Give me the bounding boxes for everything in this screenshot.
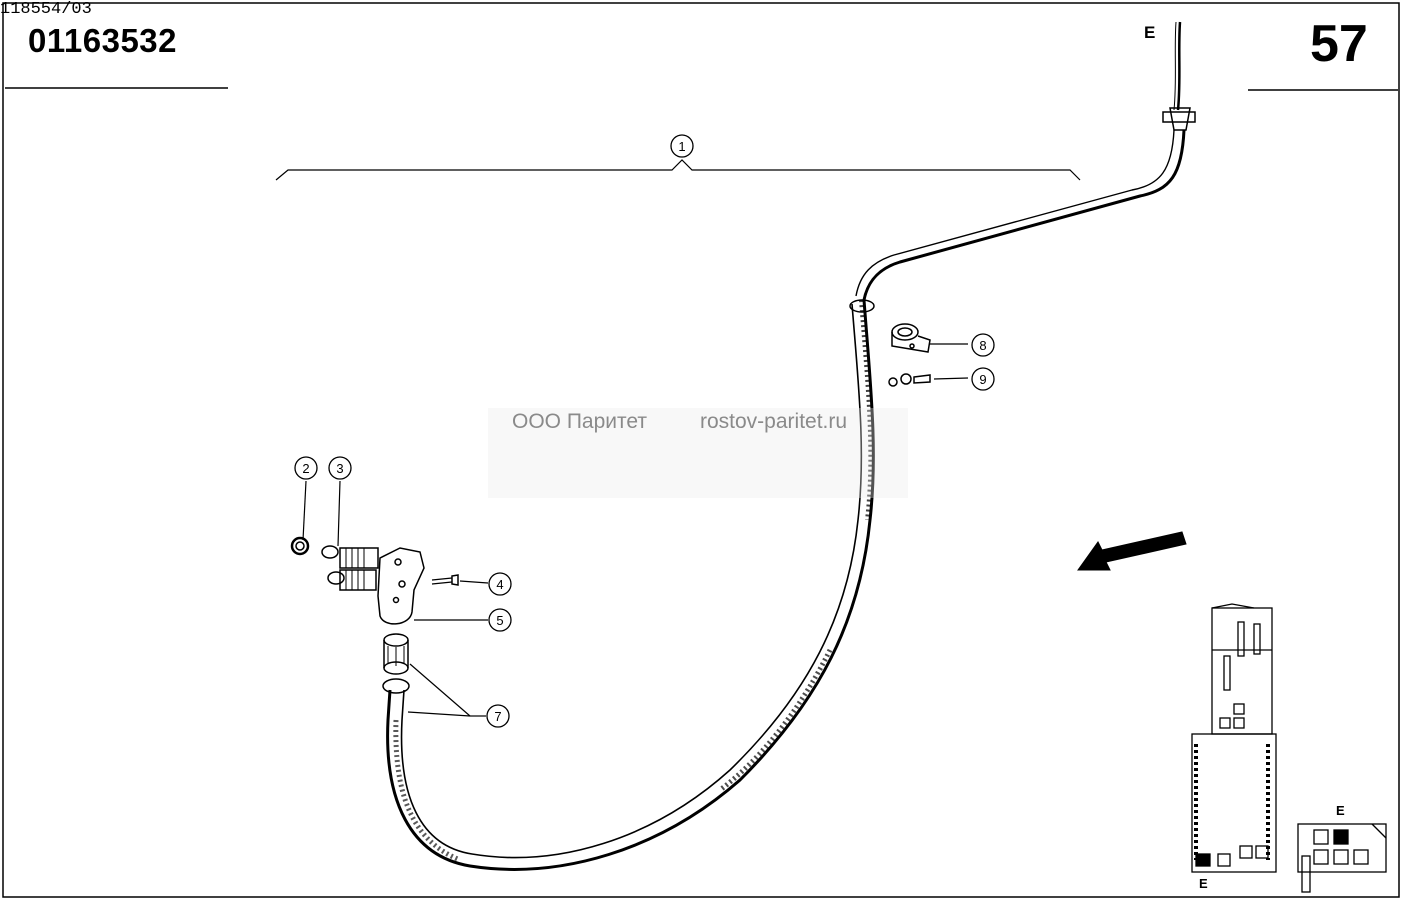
callout-4: 4 [496,577,503,592]
control-cable [382,21,1196,871]
location-map-label-detail: E [1336,803,1345,818]
assembly-bracket [275,159,1081,181]
location-map-label-main: E [1199,876,1208,891]
callout-3: 3 [336,461,343,476]
callout-8: 8 [979,338,986,353]
leader-lines [302,343,969,717]
callout-5: 5 [496,613,503,628]
callout-1: 1 [678,139,685,154]
watermark-band [488,408,908,498]
watermark-company: ООО Паритет [512,410,648,433]
callout-9: 9 [979,372,986,387]
page-number: 57 [1310,15,1368,73]
clamp-and-hardware [888,323,931,387]
direction-arrow [1077,531,1187,571]
callout-2: 2 [302,461,309,476]
callout-circles [294,134,995,728]
orientation-mark: E [1144,23,1155,42]
coupling-sleeve [383,633,409,675]
valve-block [290,536,459,625]
drawing-reference: 118554/03 [0,0,92,19]
watermark-site: rostov-paritet.ru [700,410,848,433]
location-map [1191,603,1387,893]
part-number: 01163532 [28,22,178,59]
callout-7: 7 [494,709,501,724]
